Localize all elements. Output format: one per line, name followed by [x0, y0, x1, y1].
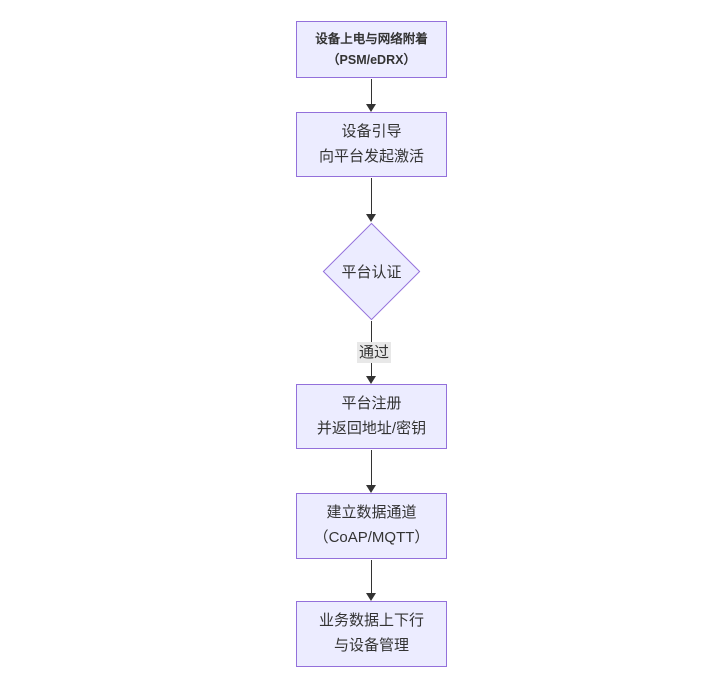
node-platform-register: 平台注册 并返回地址/密钥 [296, 384, 447, 449]
node-label: 建立数据通道 [326, 504, 417, 522]
arrowhead-icon [366, 593, 376, 601]
node-label: 平台注册 [341, 394, 402, 412]
node-label: 与设备管理 [333, 637, 409, 654]
node-label: 业务数据上下行 [318, 612, 424, 630]
edge-line [371, 450, 372, 485]
arrowhead-icon [366, 214, 376, 222]
node-data-channel: 建立数据通道 （CoAP/MQTT） [296, 493, 447, 559]
edge-line [371, 560, 372, 593]
edge-line [371, 79, 372, 104]
node-bootstrap: 设备引导 向平台发起激活 [296, 112, 447, 177]
node-label: （CoAP/MQTT） [313, 529, 430, 546]
node-label: 设备上电与网络附着 [315, 31, 428, 46]
arrowhead-icon [366, 376, 376, 384]
arrowhead-icon [366, 104, 376, 112]
arrowhead-icon [366, 485, 376, 493]
node-platform-auth: 平台认证 [322, 222, 421, 321]
node-business-data: 业务数据上下行 与设备管理 [296, 601, 447, 667]
node-power-attach: 设备上电与网络附着 （PSM/eDRX） [296, 21, 447, 78]
node-label: 并返回地址/密钥 [316, 419, 427, 437]
node-label: 向平台发起激活 [318, 147, 424, 165]
node-label: （PSM/eDRX） [327, 52, 416, 67]
edge-label-pass: 通过 [357, 342, 392, 363]
edge-line [371, 178, 372, 214]
node-label: 平台认证 [341, 264, 402, 281]
node-label: 设备引导 [341, 122, 402, 140]
